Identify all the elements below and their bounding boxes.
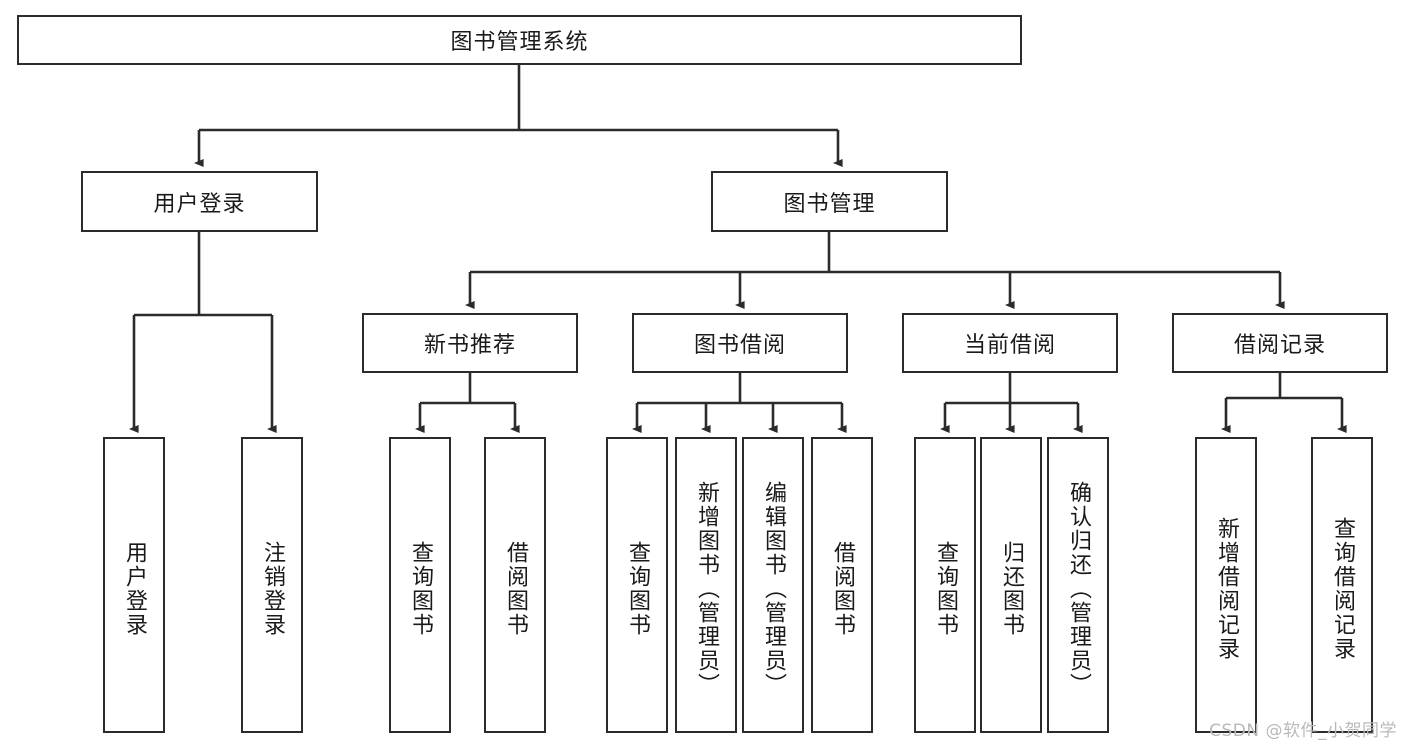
node-book-management[interactable]: 图书管理 xyxy=(711,171,948,232)
leaf-logout[interactable]: 注销登录 xyxy=(241,437,303,733)
leaf-add-book-admin-label: 新增图书（管理员） xyxy=(693,481,719,697)
node-user-login-label: 用户登录 xyxy=(153,191,246,217)
leaf-user-login-label: 用户登录 xyxy=(121,541,147,637)
leaf-query-book-new[interactable]: 查询图书 xyxy=(389,437,451,733)
leaf-add-book-admin[interactable]: 新增图书（管理员） xyxy=(675,437,737,733)
leaf-borrow-book[interactable]: 借阅图书 xyxy=(811,437,873,733)
leaf-query-book-current[interactable]: 查询图书 xyxy=(914,437,976,733)
leaf-query-borrow-record-label: 查询借阅记录 xyxy=(1329,517,1355,661)
leaf-confirm-return-admin[interactable]: 确认归还（管理员） xyxy=(1047,437,1109,733)
leaf-query-book-borrow[interactable]: 查询图书 xyxy=(606,437,668,733)
node-current-borrow-label: 当前借阅 xyxy=(963,333,1056,358)
leaf-add-borrow-record-label: 新增借阅记录 xyxy=(1213,517,1239,661)
leaf-return-book[interactable]: 归还图书 xyxy=(980,437,1042,733)
node-book-borrow-label: 图书借阅 xyxy=(693,333,786,358)
node-borrow-record-label: 借阅记录 xyxy=(1233,333,1326,358)
leaf-borrow-book-label: 借阅图书 xyxy=(829,541,855,637)
leaf-confirm-return-admin-label: 确认归还（管理员） xyxy=(1065,481,1091,697)
leaf-add-borrow-record[interactable]: 新增借阅记录 xyxy=(1195,437,1257,733)
node-book-management-label: 图书管理 xyxy=(783,191,876,217)
node-user-login[interactable]: 用户登录 xyxy=(81,171,318,232)
node-current-borrow[interactable]: 当前借阅 xyxy=(902,313,1118,373)
leaf-edit-book-admin-label: 编辑图书（管理员） xyxy=(760,481,786,697)
node-new-book-recommend[interactable]: 新书推荐 xyxy=(362,313,578,373)
leaf-return-book-label: 归还图书 xyxy=(998,541,1024,637)
node-borrow-record[interactable]: 借阅记录 xyxy=(1172,313,1388,373)
leaf-query-book-new-label: 查询图书 xyxy=(407,541,433,637)
leaf-query-book-current-label: 查询图书 xyxy=(932,541,958,637)
leaf-logout-label: 注销登录 xyxy=(259,541,285,637)
leaf-user-login[interactable]: 用户登录 xyxy=(103,437,165,733)
node-book-borrow[interactable]: 图书借阅 xyxy=(632,313,848,373)
watermark: CSDN @软件_小贺同学 xyxy=(1209,721,1397,741)
leaf-edit-book-admin[interactable]: 编辑图书（管理员） xyxy=(742,437,804,733)
leaf-borrow-book-new[interactable]: 借阅图书 xyxy=(484,437,546,733)
node-new-book-recommend-label: 新书推荐 xyxy=(423,333,516,358)
leaf-borrow-book-new-label: 借阅图书 xyxy=(502,541,528,637)
leaf-query-borrow-record[interactable]: 查询借阅记录 xyxy=(1311,437,1373,733)
leaf-query-book-borrow-label: 查询图书 xyxy=(624,541,650,637)
node-root[interactable]: 图书管理系统 xyxy=(17,15,1022,65)
node-root-label: 图书管理系统 xyxy=(450,30,589,55)
